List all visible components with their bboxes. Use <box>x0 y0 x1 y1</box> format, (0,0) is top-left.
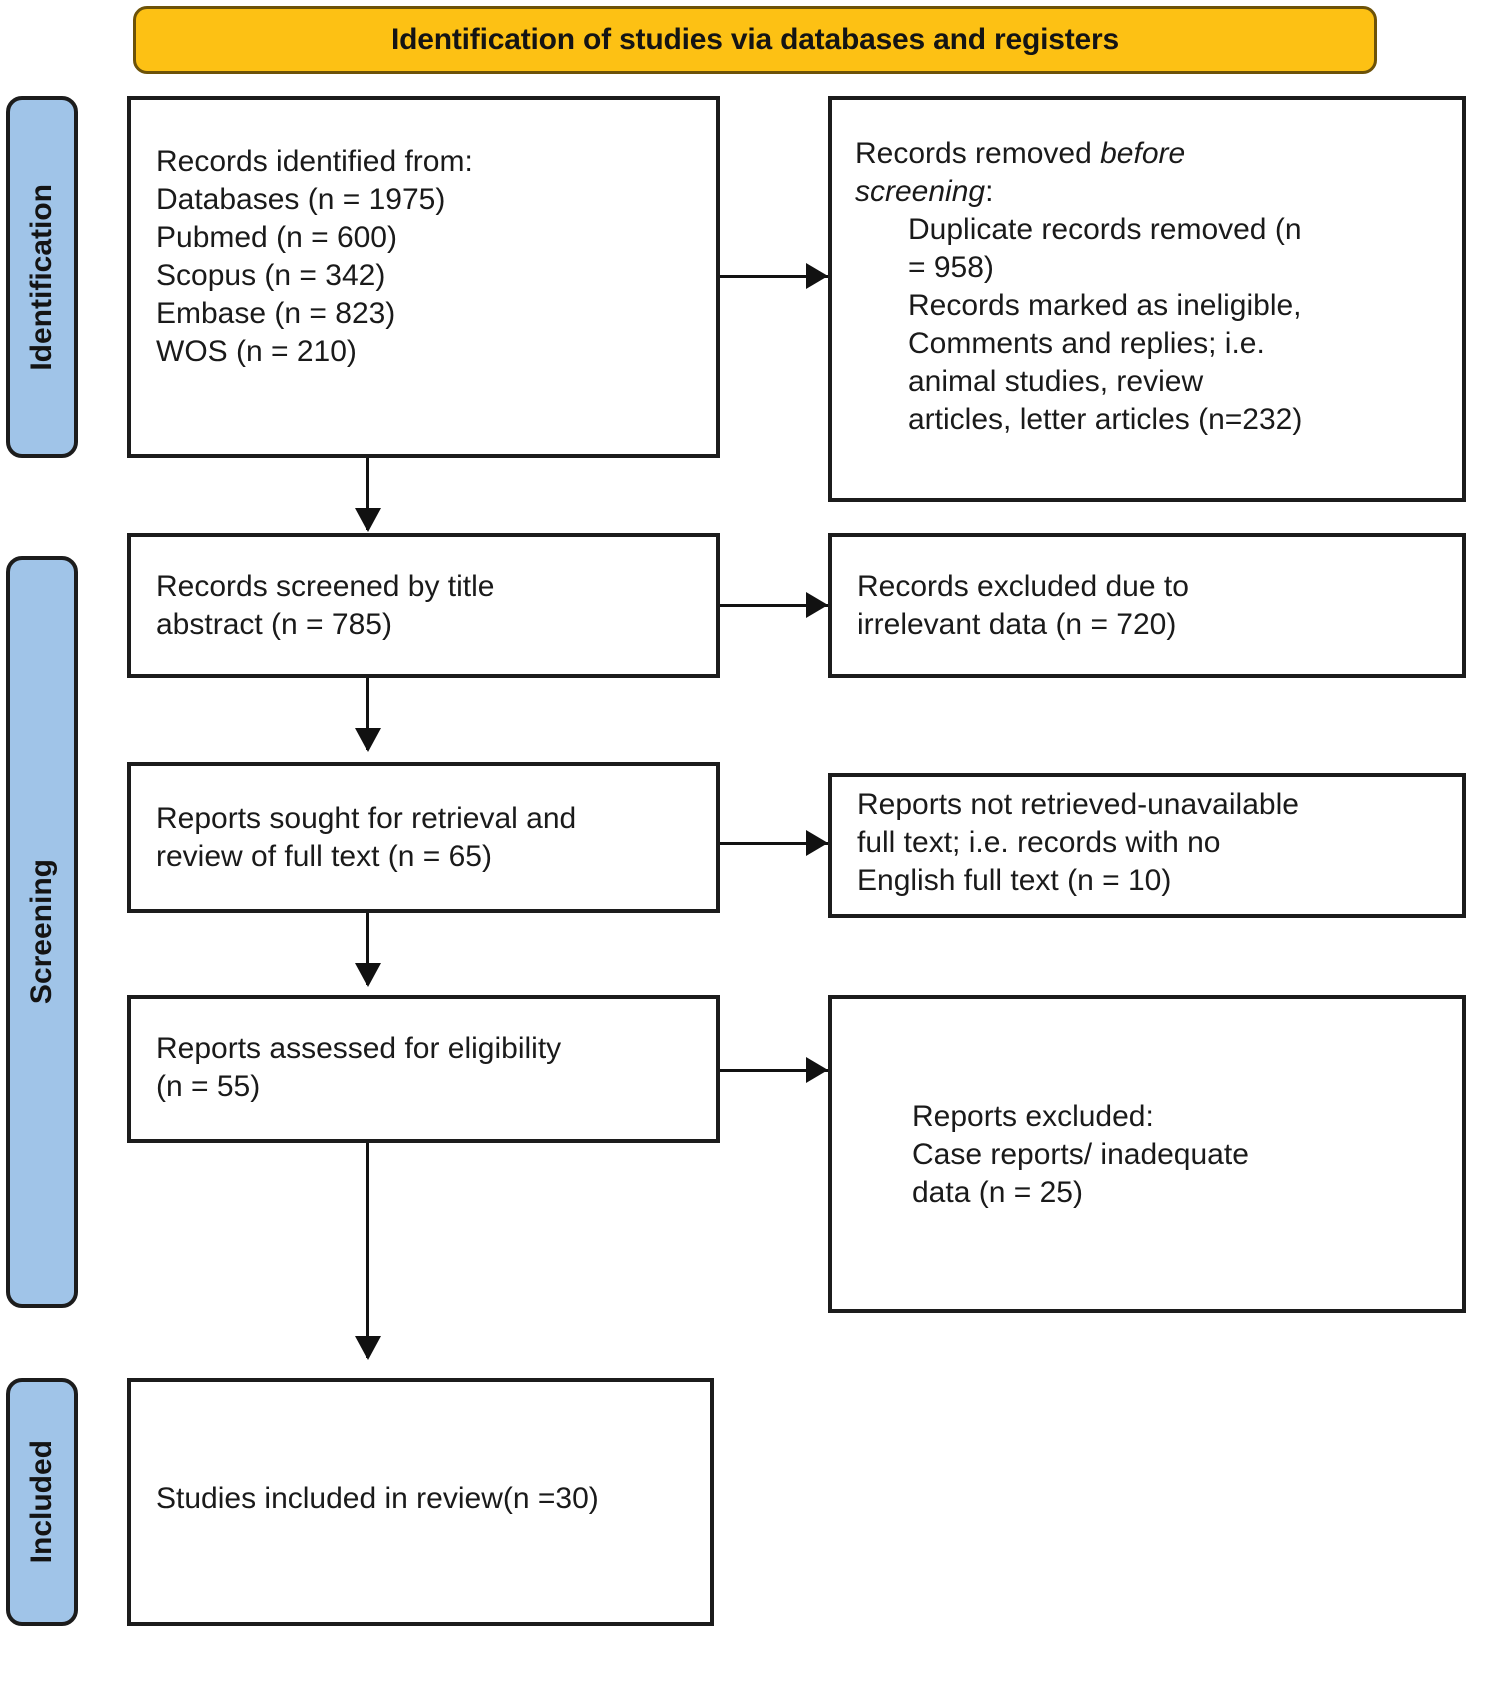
arrow-sought-to-not-retrieved-line <box>720 842 856 845</box>
box-records-excluded <box>828 533 1466 678</box>
box-reports-excluded <box>828 995 1466 1313</box>
diagram-header-banner: Identification of studies via databases … <box>133 6 1377 74</box>
box-records-identified-text: Records identified from: Databases (n = … <box>156 145 473 368</box>
box-reports-excluded-text: Reports excluded: Case reports/ inadequa… <box>912 1100 1249 1209</box>
arrow-assessed-to-excluded-head <box>806 1057 828 1083</box>
banner-title: Identification of studies via databases … <box>391 23 1119 56</box>
box-reports-assessed-text: Reports assessed for eligibility (n = 55… <box>156 1032 562 1103</box>
box-reports-sought <box>127 762 720 913</box>
box-records-screened-text: Records screened by title abstract (n = … <box>156 570 495 641</box>
arrow-identified-to-removed-head <box>806 263 828 289</box>
heading-italic-screening: screening <box>855 175 986 208</box>
arrow-identified-to-removed-line <box>720 275 856 278</box>
arrow-assessed-to-included-head <box>355 1336 381 1360</box>
box-reports-sought-text: Reports sought for retrieval and review … <box>156 802 577 873</box>
box-reports-not-retrieved <box>828 773 1466 918</box>
box-records-removed-heading: Records removed before screening: <box>855 137 1186 208</box>
box-reports-assessed <box>127 995 720 1143</box>
box-records-identified <box>127 96 720 458</box>
arrow-assessed-to-excluded-line <box>720 1069 856 1072</box>
stage-label-screening-text: Screening <box>25 859 58 1005</box>
box-studies-included <box>127 1378 714 1626</box>
arrow-assessed-to-included-line <box>366 1143 369 1358</box>
arrow-screened-to-sought-head <box>355 728 381 752</box>
arrow-identified-to-screened-line <box>366 458 369 530</box>
arrow-screened-to-excluded-line <box>720 604 856 607</box>
stage-label-screening: Screening <box>6 556 78 1308</box>
box-records-screened <box>127 533 720 678</box>
stage-label-identification-text: Identification <box>25 183 58 371</box>
arrow-screened-to-sought-line <box>366 678 369 750</box>
arrow-identified-to-screened-head <box>355 508 381 532</box>
arrow-sought-to-assessed-line <box>366 913 369 985</box>
stage-label-included: Included <box>6 1378 78 1626</box>
stage-label-identification: Identification <box>6 96 78 458</box>
box-studies-included-text: Studies included in review(n =30) <box>156 1482 599 1515</box>
box-records-removed-items: Duplicate records removed (n = 958) Reco… <box>908 213 1303 436</box>
box-records-removed <box>828 96 1466 502</box>
arrow-screened-to-excluded-head <box>806 592 828 618</box>
box-records-excluded-text: Records excluded due to irrelevant data … <box>857 570 1189 641</box>
box-reports-not-retrieved-text: Reports not retrieved-unavailable full t… <box>857 788 1299 897</box>
arrow-sought-to-assessed-head <box>355 963 381 987</box>
stage-label-included-text: Included <box>25 1440 58 1564</box>
heading-italic-before: before <box>1100 137 1186 170</box>
arrow-sought-to-not-retrieved-head <box>806 830 828 856</box>
